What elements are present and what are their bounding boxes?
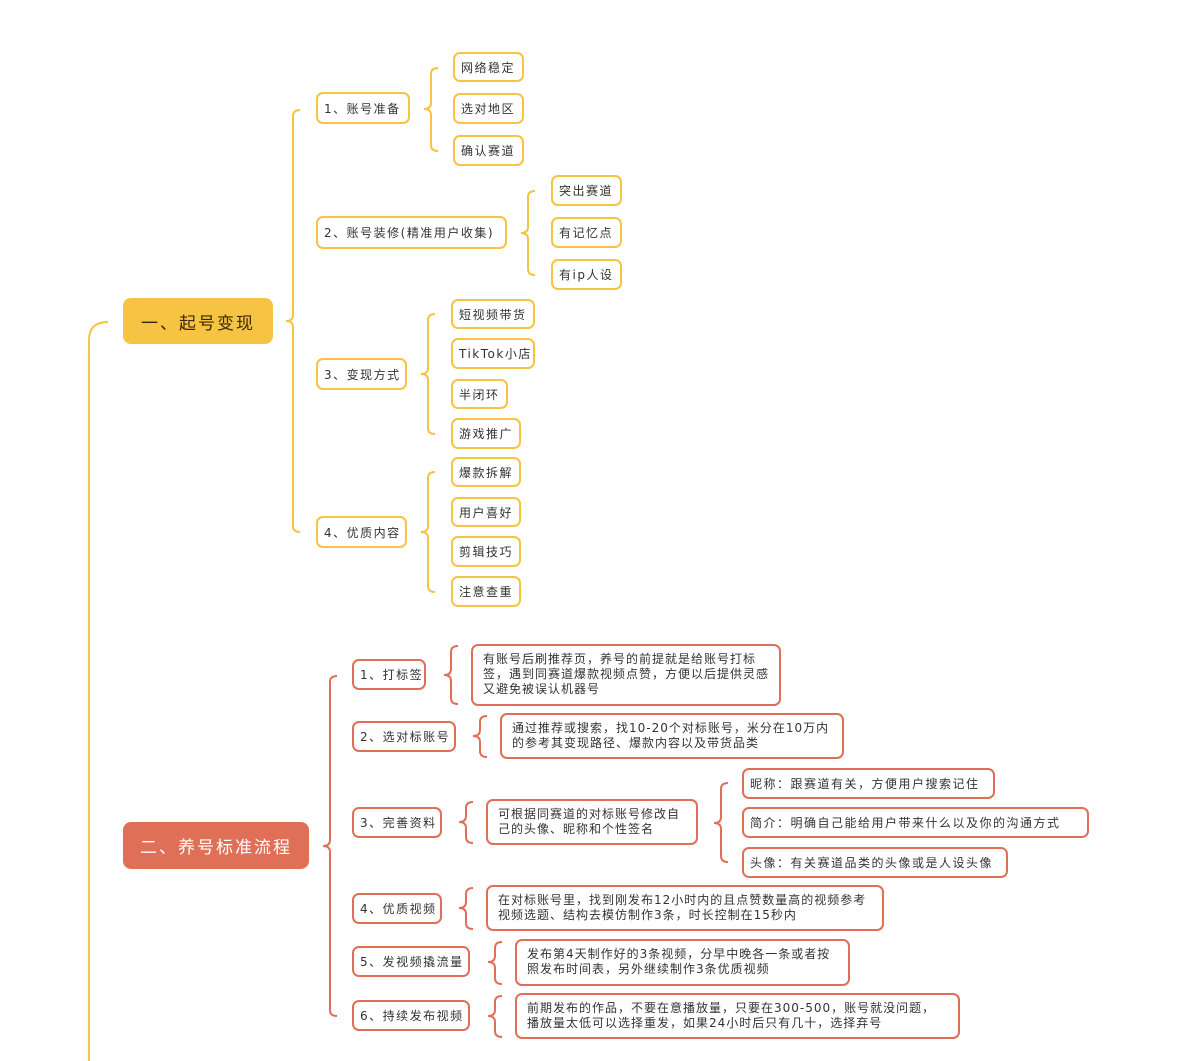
profile-bio: 简介：明确自己能给用户带来什么以及你的沟通方式 <box>742 807 1089 838</box>
leaf-semi-closed-loop[interactable]: 半闭环 <box>451 379 508 409</box>
leaf-highlight-track[interactable]: 突出赛道 <box>551 175 622 206</box>
brace-keep-publishing <box>487 995 503 1038</box>
s2-item-keep-publishing[interactable]: 6、持续发布视频 <box>352 1000 470 1031</box>
brace-tagging <box>443 645 459 705</box>
brace-quality-video <box>458 887 474 930</box>
detail-publish-traffic: 发布第4天制作好的3条视频，分早中晚各一条或者按照发布时间表，另外继续制作3条优… <box>515 939 850 986</box>
brace-profile-children <box>713 782 729 863</box>
leaf-tiktok-shop[interactable]: TikTok小店 <box>451 338 535 369</box>
brace-account-prep <box>423 67 439 152</box>
brace-content <box>420 471 436 593</box>
leaf-editing-skills[interactable]: 剪辑技巧 <box>451 536 521 567</box>
s1-item-account-decor[interactable]: 2、账号装修(精准用户收集) <box>316 216 507 249</box>
profile-nickname: 昵称：跟赛道有关，方便用户搜索记住 <box>742 768 995 799</box>
leaf-short-video-sales[interactable]: 短视频带货 <box>451 299 535 329</box>
root-connector <box>88 321 109 1061</box>
s2-item-tagging[interactable]: 1、打标签 <box>352 659 426 690</box>
detail-tagging: 有账号后刷推荐页，养号的前提就是给账号打标签，遇到同赛道爆款视频点赞，方便以后提… <box>471 644 781 706</box>
s2-item-publish-traffic[interactable]: 5、发视频撬流量 <box>352 946 470 977</box>
leaf-duplicate-check[interactable]: 注意查重 <box>451 576 521 607</box>
s1-item-monetize[interactable]: 3、变现方式 <box>316 358 407 390</box>
leaf-user-preference[interactable]: 用户喜好 <box>451 497 521 527</box>
leaf-game-promo[interactable]: 游戏推广 <box>451 418 521 449</box>
leaf-network[interactable]: 网络稳定 <box>453 52 524 82</box>
brace-benchmark <box>472 715 488 758</box>
detail-quality-video: 在对标账号里，找到刚发布12小时内的且点赞数量高的视频参考视频选题、结构去模仿制… <box>486 885 884 931</box>
s1-item-content[interactable]: 4、优质内容 <box>316 516 407 548</box>
leaf-region[interactable]: 选对地区 <box>453 93 524 124</box>
section-2-title[interactable]: 二、养号标准流程 <box>123 822 309 869</box>
detail-benchmark: 通过推荐或搜索，找10-20个对标账号，米分在10万内的参考其变现路径、爆款内容… <box>500 713 844 759</box>
brace-account-decor <box>520 190 536 276</box>
brace-publish-traffic <box>487 941 503 985</box>
detail-profile: 可根据同赛道的对标账号修改自己的头像、昵称和个性签名 <box>486 799 698 845</box>
leaf-track[interactable]: 确认赛道 <box>453 135 524 166</box>
profile-avatar: 头像：有关赛道品类的头像或是人设头像 <box>742 847 1008 878</box>
leaf-memory-point[interactable]: 有记忆点 <box>551 217 622 248</box>
leaf-ip-persona[interactable]: 有ip人设 <box>551 259 622 290</box>
brace-section-2 <box>322 675 338 1017</box>
s2-item-benchmark[interactable]: 2、选对标账号 <box>352 721 456 752</box>
brace-monetize <box>420 313 436 435</box>
s1-item-account-prep[interactable]: 1、账号准备 <box>316 92 410 124</box>
s2-item-profile[interactable]: 3、完善资料 <box>352 807 442 838</box>
leaf-viral-breakdown[interactable]: 爆款拆解 <box>451 457 521 487</box>
brace-section-1 <box>285 109 301 533</box>
s2-item-quality-video[interactable]: 4、优质视频 <box>352 893 442 924</box>
brace-profile <box>458 801 474 844</box>
detail-keep-publishing: 前期发布的作品，不要在意播放量，只要在300-500，账号就没问题，播放量太低可… <box>515 993 960 1039</box>
section-1-title[interactable]: 一、起号变现 <box>123 298 273 344</box>
